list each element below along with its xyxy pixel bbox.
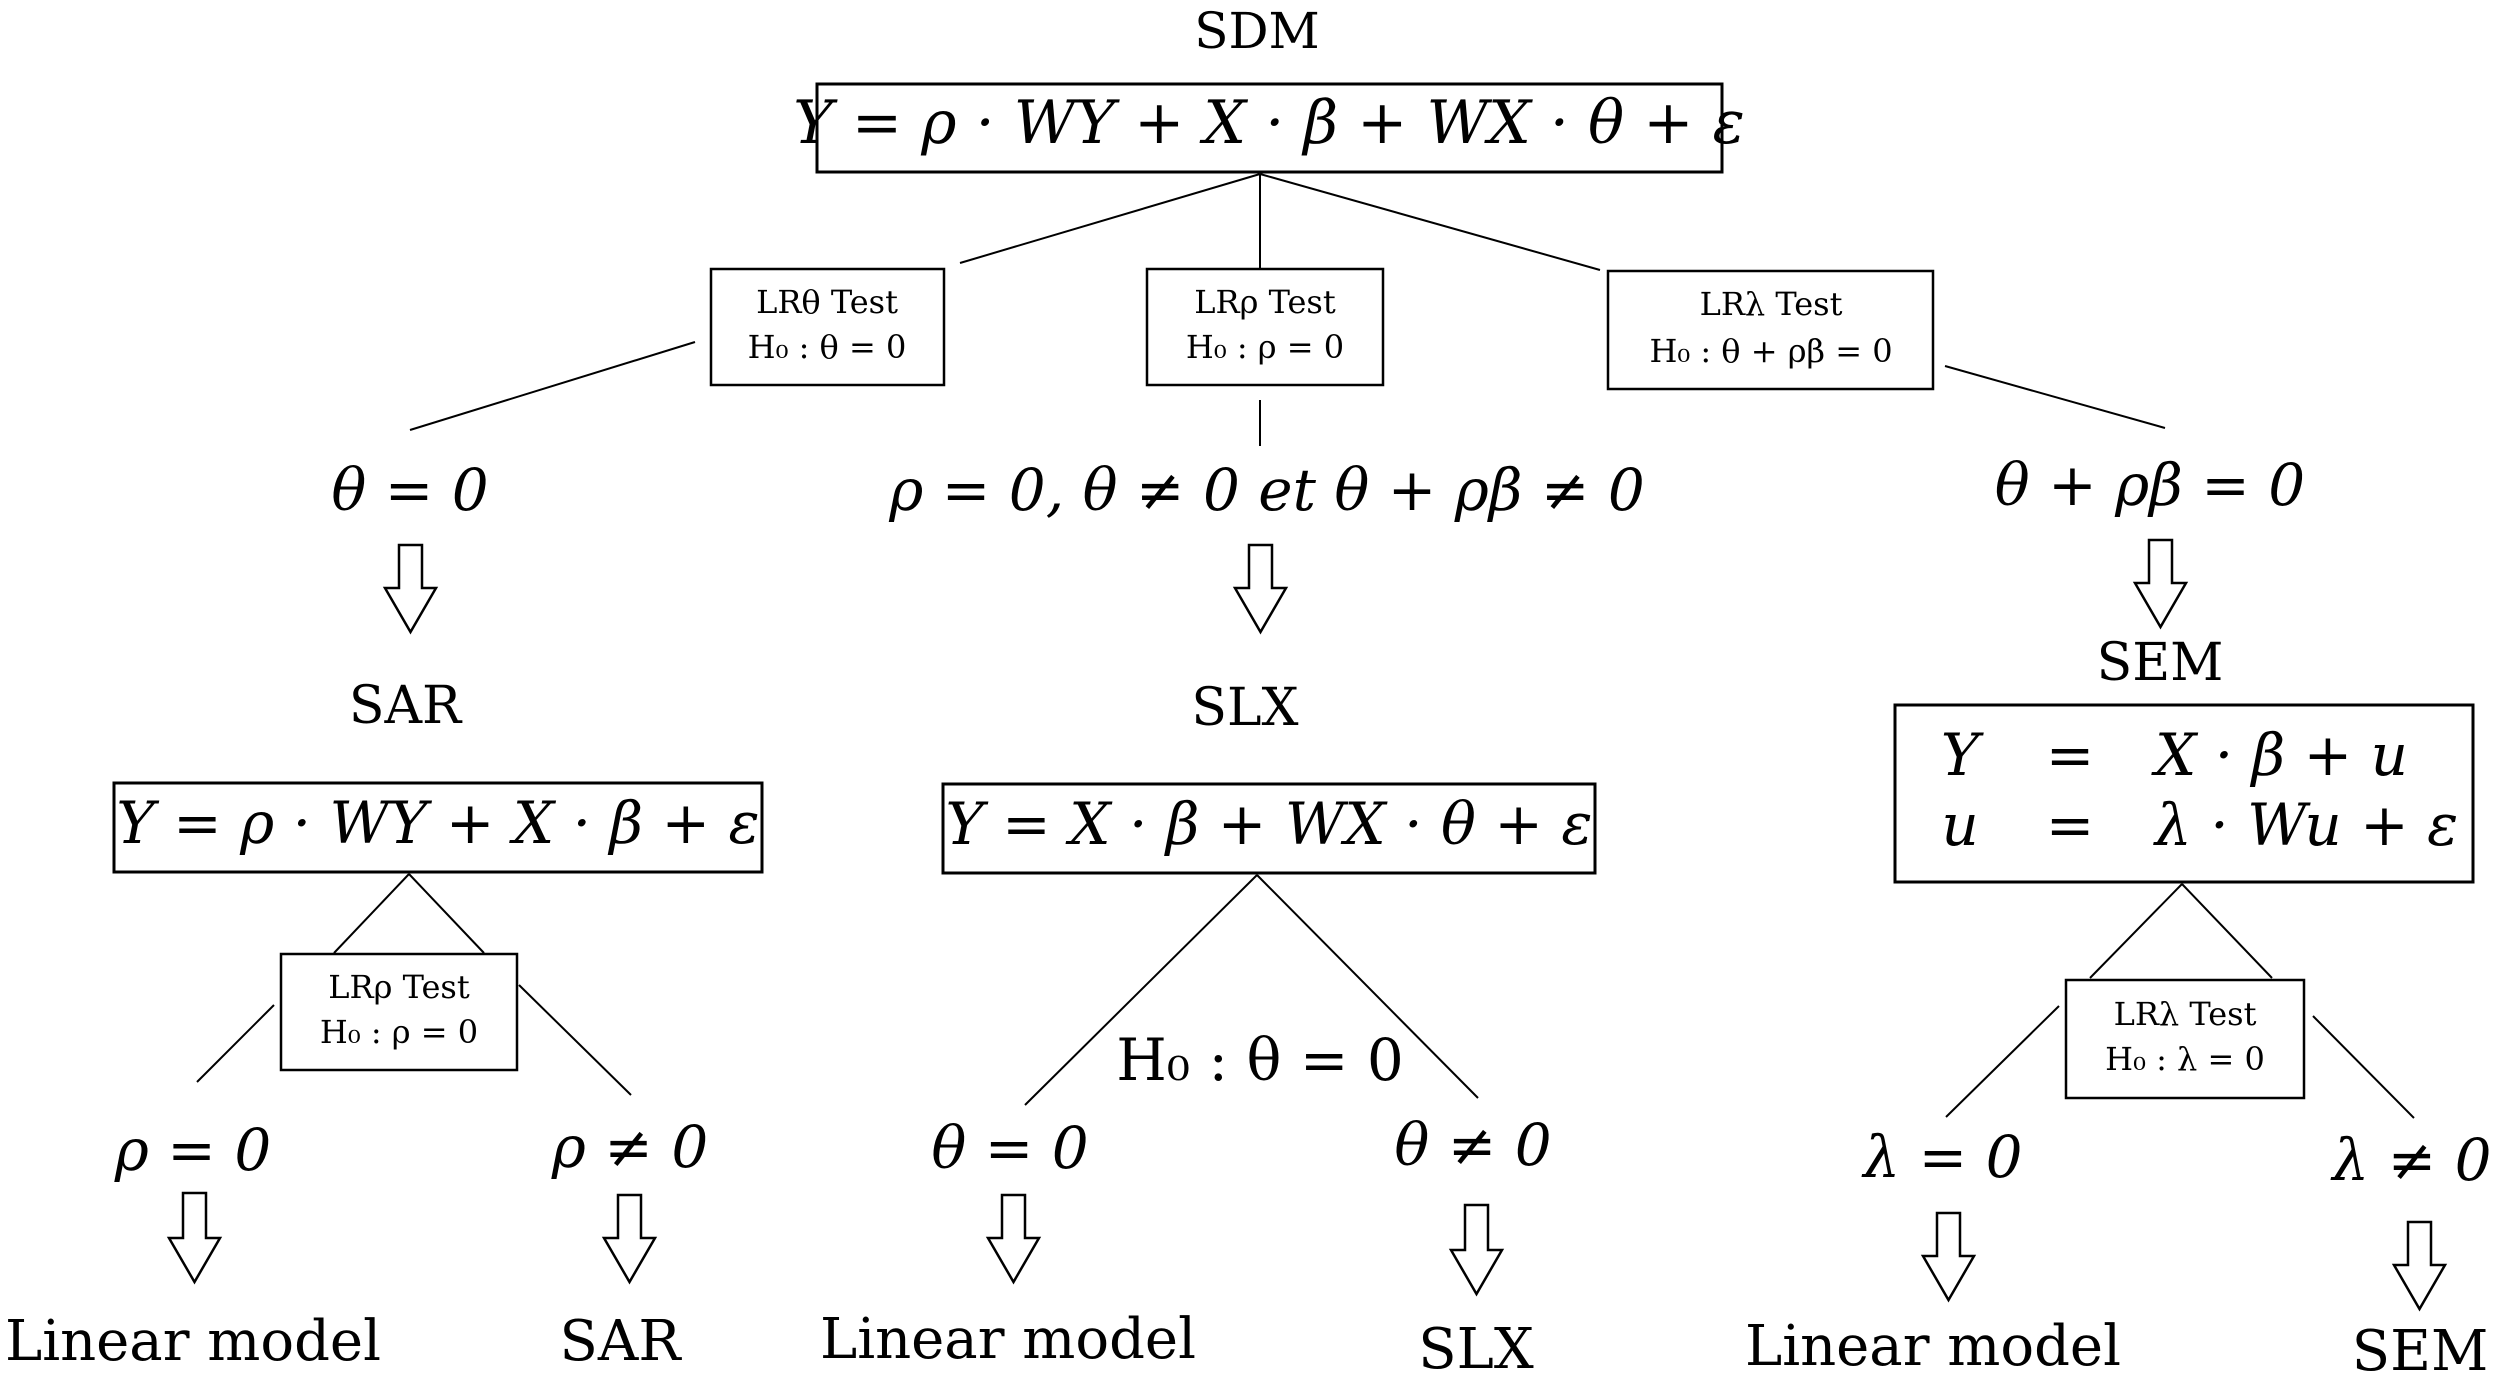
connector-sar-test-to-outcome bbox=[518, 984, 632, 1096]
outcome-slx-theta-nonzero: θ ≠ 0 bbox=[1394, 1111, 1551, 1179]
sar-test-box: LRρ Test H₀ : ρ = 0 bbox=[279, 952, 519, 1072]
result-sem-linear-model: Linear model bbox=[1745, 1314, 2121, 1379]
arrow-down-icon bbox=[166, 1191, 223, 1285]
outcome-sem-lambda-nonzero: λ ≠ 0 bbox=[2330, 1126, 2491, 1194]
connector-sem-test-to-outcome bbox=[1945, 1005, 2060, 1118]
test-theta-hypothesis: H₀ : θ = 0 bbox=[748, 328, 907, 366]
connector-sdm-to-lambda-test bbox=[1259, 173, 1601, 271]
connector-sem-test-to-outcome bbox=[2312, 1015, 2415, 1119]
test-lambda-title: LRλ Test bbox=[1700, 285, 1843, 323]
test-rho-box: LRρ Test H₀ : ρ = 0 bbox=[1145, 267, 1385, 387]
connector-sem-to-test bbox=[2181, 883, 2273, 979]
outcome-sar-rho-zero: ρ = 0 bbox=[114, 1116, 271, 1184]
sar-test-title: LRρ Test bbox=[328, 968, 470, 1006]
test-rho-hypothesis: H₀ : ρ = 0 bbox=[1186, 328, 1344, 366]
model-sem-title: SEM bbox=[2097, 633, 2224, 693]
slx-test-label: H₀ : θ = 0 bbox=[1116, 1026, 1404, 1094]
connector-theta-test-to-condition bbox=[409, 341, 696, 431]
arrow-down-icon bbox=[2391, 1220, 2448, 1312]
condition-left: θ = 0 bbox=[331, 456, 488, 524]
arrow-down-icon bbox=[1448, 1203, 1505, 1297]
result-slx-model: SLX bbox=[1418, 1317, 1534, 1380]
outcome-sar-rho-nonzero: ρ ≠ 0 bbox=[551, 1113, 708, 1181]
condition-middle: ρ = 0, θ ≠ 0 et θ + ρβ ≠ 0 bbox=[888, 456, 1645, 524]
outcome-sem-lambda-zero: λ = 0 bbox=[1861, 1123, 2022, 1191]
result-sar-linear-model: Linear model bbox=[5, 1309, 381, 1374]
model-slx-title: SLX bbox=[1191, 678, 1298, 738]
sdm-equation: Y = ρ · WY + X · β + WX · θ + ε bbox=[793, 88, 1745, 158]
sem-eq2-equals: = bbox=[2046, 791, 2095, 859]
sem-test-title: LRλ Test bbox=[2114, 995, 2257, 1033]
arrow-down-icon bbox=[382, 543, 439, 635]
sem-eq2-rhs: λ · Wu + ε bbox=[2153, 791, 2458, 859]
sem-equation-box: Y = X · β + u u = λ · Wu + ε bbox=[1893, 703, 2475, 884]
test-theta-box: LRθ Test H₀ : θ = 0 bbox=[709, 267, 946, 387]
connector-slx-to-outcome bbox=[1024, 874, 1258, 1106]
sdm-title: SDM bbox=[1194, 2, 1320, 60]
connector-sar-to-test bbox=[333, 873, 410, 954]
sar-test-hypothesis: H₀ : ρ = 0 bbox=[320, 1013, 478, 1051]
result-sem-model: SEM bbox=[2352, 1319, 2489, 1380]
model-sar-title: SAR bbox=[349, 676, 463, 736]
sem-eq2-lhs: u bbox=[1941, 791, 1978, 859]
condition-right: θ + ρβ = 0 bbox=[1995, 451, 2305, 519]
connector-sdm-to-theta-test bbox=[959, 173, 1261, 264]
connector-slx-to-outcome bbox=[1256, 874, 1479, 1099]
test-lambda-box: LRλ Test H₀ : θ + ρβ = 0 bbox=[1606, 269, 1935, 391]
sem-eq1-lhs: Y bbox=[1941, 721, 1984, 789]
test-lambda-hypothesis: H₀ : θ + ρβ = 0 bbox=[1649, 332, 1892, 370]
sdm-equation-box bbox=[815, 82, 1724, 174]
sem-test-hypothesis: H₀ : λ = 0 bbox=[2105, 1040, 2265, 1078]
outcome-slx-theta-zero: θ = 0 bbox=[931, 1114, 1088, 1182]
connector-sem-to-test bbox=[2089, 883, 2183, 979]
sem-test-box: LRλ Test H₀ : λ = 0 bbox=[2064, 978, 2306, 1100]
sem-eq1-rhs: X · β + u bbox=[2151, 721, 2408, 789]
sem-eq1-equals: = bbox=[2046, 721, 2095, 789]
sar-equation-box bbox=[112, 781, 764, 874]
arrow-down-icon bbox=[985, 1193, 1042, 1285]
slx-equation-box bbox=[941, 782, 1597, 875]
arrow-down-icon bbox=[2132, 538, 2189, 630]
connector-sar-to-test bbox=[408, 873, 485, 954]
slx-equation: Y = X · β + WX · θ + ε bbox=[945, 790, 1592, 858]
sar-equation: Y = ρ · WY + X · β + ε bbox=[116, 789, 759, 857]
result-sar-model: SAR bbox=[560, 1309, 683, 1374]
test-rho-title: LRρ Test bbox=[1194, 283, 1336, 321]
test-theta-title: LRθ Test bbox=[756, 283, 898, 321]
result-slx-linear-model: Linear model bbox=[820, 1307, 1196, 1372]
arrow-down-icon bbox=[1232, 543, 1289, 635]
connector-sar-test-to-outcome bbox=[196, 1004, 275, 1083]
connector-lambda-test-to-condition bbox=[1944, 365, 2166, 429]
arrow-down-icon bbox=[1920, 1211, 1977, 1303]
arrow-down-icon bbox=[601, 1193, 658, 1285]
